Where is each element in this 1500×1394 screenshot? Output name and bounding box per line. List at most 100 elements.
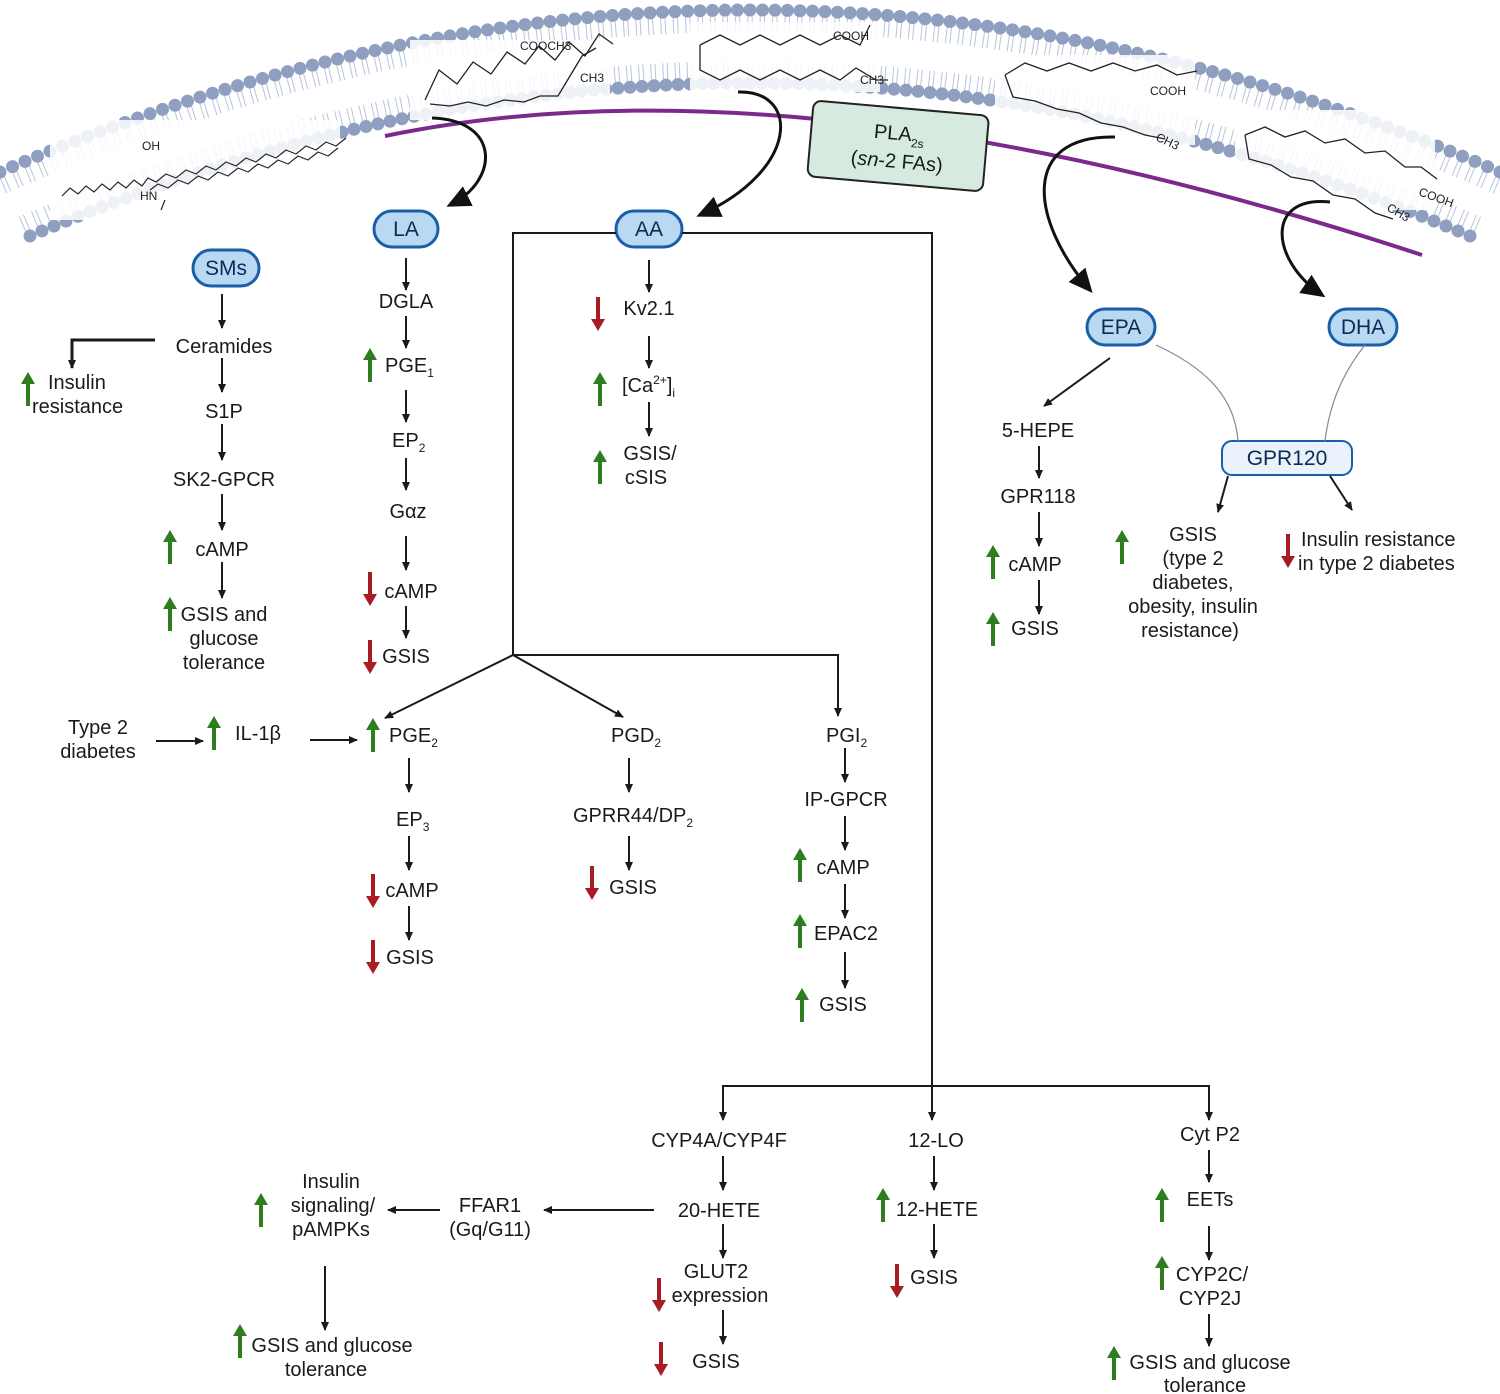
ca-pre: [Ca [622, 375, 654, 397]
lipid-tail [1469, 214, 1478, 230]
up-arrow-epac2 [793, 914, 807, 948]
glut2-l1: GLUT2 [684, 1261, 748, 1283]
lipid-tail [1216, 125, 1223, 142]
lipid-tail [896, 67, 899, 84]
type2-l2: diabetes [60, 741, 136, 763]
lipid-head [206, 86, 219, 100]
pgd2: PGD [611, 725, 654, 747]
lipid-tail [908, 68, 911, 85]
lipid-tail [891, 66, 895, 83]
lipid-tail [622, 20, 625, 37]
lipid-tail [664, 18, 667, 35]
m1-acid-label: COOCH3 [520, 39, 572, 53]
gpr120-left-l3: diabetes, [1152, 572, 1233, 594]
lipid-tail [1468, 167, 1476, 183]
lipid-tail [298, 74, 304, 91]
cyt-out-l2: tolerance [1164, 1375, 1246, 1394]
lipid-tail [927, 70, 931, 87]
ep2: EP [392, 430, 419, 452]
lipid-tail [912, 23, 915, 40]
pgi-camp: cAMP [816, 857, 869, 879]
lipid-tail [969, 30, 973, 47]
fatty-acid-molecule-4 [1244, 126, 1438, 220]
lipid-tail [685, 17, 687, 34]
lipid-head [395, 112, 409, 126]
pge2-camp: cAMP [385, 880, 438, 902]
lipid-head [887, 82, 901, 96]
lipid-tail [564, 25, 568, 42]
lipid-tail [1476, 171, 1484, 187]
lipid-head [623, 80, 637, 94]
lipid-tail [1443, 157, 1451, 173]
lipid-tail [1253, 90, 1260, 107]
lipid-tail [1204, 122, 1211, 139]
pge2-gsis: GSIS [386, 947, 434, 969]
lipid-head [1443, 144, 1457, 158]
lipid-head [781, 3, 794, 17]
lipid-head [671, 78, 685, 92]
lipid-head [506, 19, 519, 33]
pill-aa: AA [614, 209, 684, 249]
lipid-tail [1245, 88, 1251, 104]
la-label: LA [393, 218, 419, 241]
down-arrow-kv21 [591, 297, 605, 331]
insulin-resistance-l1: Insulin [48, 372, 106, 394]
pge2-sub: 2 [431, 736, 438, 750]
lipid-head [1468, 154, 1482, 168]
lipid-head [906, 11, 919, 25]
lipid-tail [1464, 165, 1472, 182]
lipid-tail [1204, 76, 1210, 93]
eets: EETs [1187, 1189, 1234, 1211]
lipid-head [706, 3, 719, 17]
lipid-head [793, 4, 807, 18]
down-arrow-la-gsis [363, 640, 377, 674]
lipid-head [218, 82, 232, 96]
cyp2c-l2: CYP2J [1179, 1288, 1241, 1310]
ep3-sub: 3 [423, 820, 430, 834]
lipid-tail [28, 165, 36, 182]
lipid-tail [637, 64, 640, 81]
aa-gsis-l1: GSIS/ [623, 443, 677, 465]
fatty-acid-molecule-2 [699, 24, 888, 81]
lipid-head [768, 3, 782, 17]
lipid-tail [398, 51, 403, 68]
gpr120-left-l5: resistance) [1141, 620, 1239, 642]
gpr120-right-l1: Insulin resistance [1301, 529, 1456, 551]
down-arrow-pge2-camp [366, 874, 380, 908]
lipid-tail [1488, 176, 1497, 192]
lipid-tail [370, 102, 376, 119]
lipid-head [831, 5, 844, 19]
lipid-tail [1208, 77, 1214, 94]
lipid-tail [31, 211, 39, 227]
up-arrow-sms-gsis [163, 597, 177, 631]
lipid-head [947, 88, 961, 102]
lipid-tail [18, 216, 27, 232]
lipid-head [635, 79, 649, 93]
down-arrow-pgd-gsis [585, 866, 599, 900]
up-arrow-pge1 [363, 348, 377, 382]
lipid-head [181, 94, 194, 108]
lipid-tail [16, 171, 24, 187]
lipid-tail [883, 21, 886, 38]
lipid-head [1306, 94, 1319, 108]
labels: Ceramides Insulin resistance S1P SK2-GPC… [32, 291, 1456, 1394]
up-arrow-sms-camp [163, 530, 177, 564]
pill-dha: DHA [1327, 307, 1399, 347]
lipid-tail [1461, 211, 1469, 227]
lipid-tail [361, 59, 366, 76]
lipid-tail [577, 24, 580, 41]
insulin-sig-l3: pAMPKs [292, 1219, 370, 1241]
insulin-sig-l1: Insulin [302, 1171, 360, 1193]
lipid-tail [203, 102, 210, 118]
pill-la: LA [372, 209, 440, 249]
lipid-head [293, 61, 307, 75]
lipid-head [593, 9, 607, 23]
lipid-head [543, 15, 557, 29]
ffar-out-l1: GSIS and glucose [251, 1335, 412, 1357]
m2-ch3-label: CH3 [860, 73, 884, 87]
lo-gsis: GSIS [910, 1267, 958, 1289]
lipid-tail [41, 160, 49, 176]
lipid-head [918, 12, 932, 26]
lipid-tail [240, 90, 247, 107]
lipid-tail [610, 21, 613, 38]
